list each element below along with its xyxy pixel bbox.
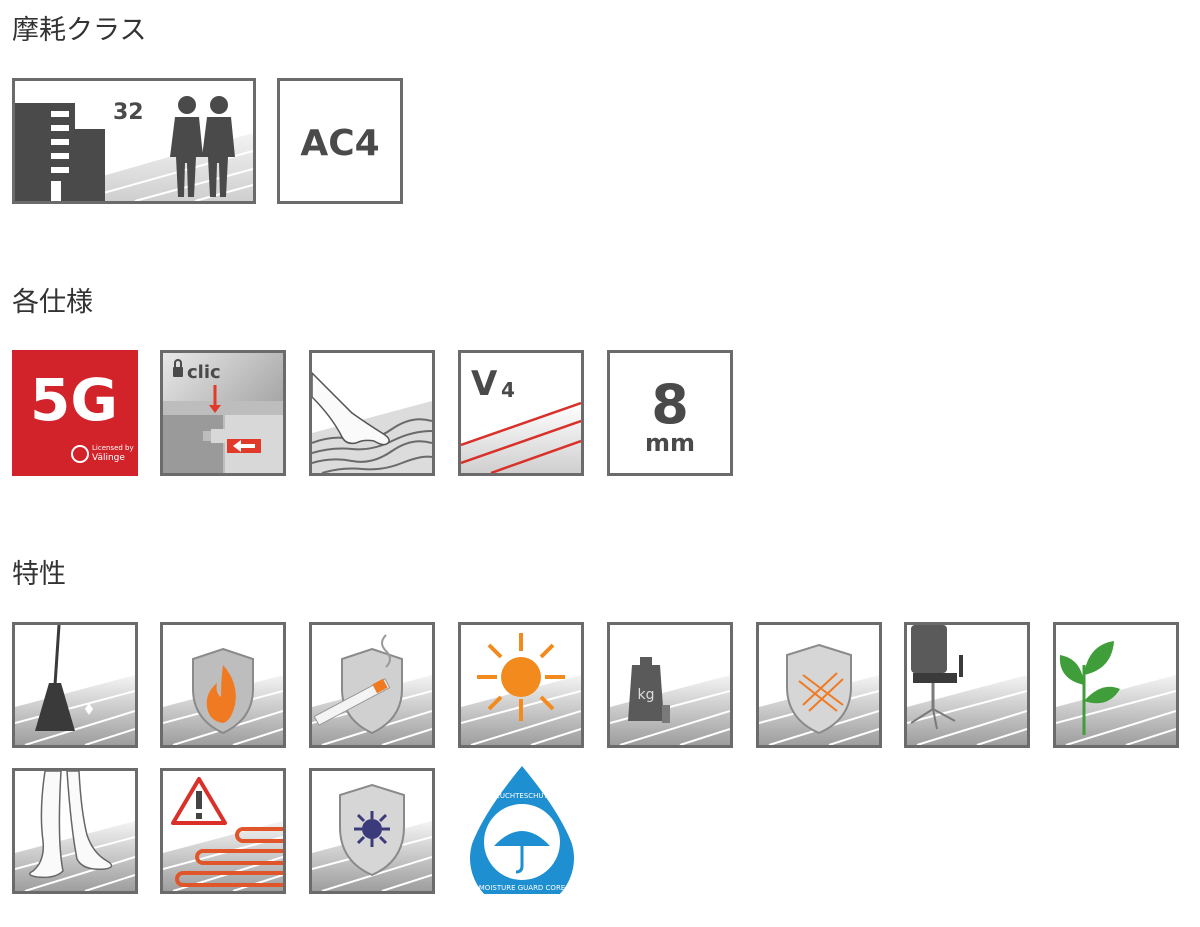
five-g-brand: Välinge — [92, 453, 125, 463]
weight-load-kg-icon: kg — [607, 622, 733, 748]
antibacterial-icon — [309, 768, 435, 894]
v-groove-icon: V 4 — [458, 350, 584, 476]
scratch-resistant-icon — [756, 622, 882, 748]
usage-class-icon: 32 — [12, 78, 256, 204]
five-g-label: 5G — [30, 366, 118, 434]
fire-resistant-icon — [160, 622, 286, 748]
eco-plant-icon — [1053, 622, 1179, 748]
broom-clean-icon — [12, 622, 138, 748]
clic-label: clic — [187, 362, 221, 383]
abrasion-class-ac4-icon: AC4 — [277, 78, 403, 204]
abrasion-class-label: AC4 — [300, 123, 379, 164]
clic-lock-icon: clic — [160, 350, 286, 476]
thickness-value: 8 — [651, 373, 689, 436]
moisture-guard-bottom-text: MOISTURE GUARD CORE — [479, 884, 565, 892]
thickness-unit: mm — [645, 429, 695, 457]
section-title-wear-class: 摩耗クラス — [12, 15, 147, 46]
five-g-licensed: Licensed by — [92, 444, 134, 452]
thickness-icon: 8 mm — [607, 350, 733, 476]
office-chair-icon — [904, 622, 1030, 748]
wood-texture-hand-icon — [309, 350, 435, 476]
uv-resistant-sun-icon — [458, 622, 584, 748]
section-title-specs: 各仕様 — [12, 287, 93, 318]
five-g-icon: 5G Licensed by Välinge — [12, 350, 138, 476]
v-groove-label: V — [471, 364, 498, 404]
moisture-guard-top-text: FEUCHTESCHUTZ — [491, 792, 552, 800]
svg-text:kg: kg — [638, 687, 655, 703]
v-groove-sub: 4 — [501, 378, 515, 402]
cigarette-resistant-icon — [309, 622, 435, 748]
barefoot-comfort-icon — [12, 768, 138, 894]
usage-class-number: 32 — [113, 100, 144, 125]
section-title-features: 特性 — [12, 559, 66, 590]
underfloor-heating-warning-icon — [160, 768, 286, 894]
moisture-guard-drop-icon: FEUCHTESCHUTZ MOISTURE GUARD CORE — [464, 762, 580, 894]
